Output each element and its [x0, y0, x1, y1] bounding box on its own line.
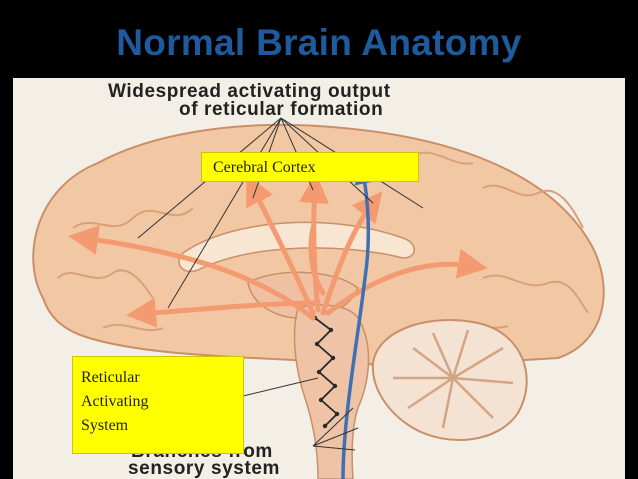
cerebellum — [371, 319, 528, 441]
ras-line-2: Activating — [81, 393, 149, 410]
ras-line-3: System — [81, 417, 129, 434]
caption-branches-line2: sensory system — [128, 458, 281, 479]
caption-output-line2: of reticular formation — [179, 99, 384, 120]
leader-lines-bottom — [242, 377, 359, 451]
label-reticular-activating-system: Reticular Activating System — [72, 356, 244, 454]
label-cerebral-cortex: Cerebral Cortex — [201, 152, 419, 182]
brainstem — [293, 304, 370, 479]
brain-diagram: Widespread activating output of reticula… — [13, 78, 625, 479]
sensory-pathway-arrow — [341, 162, 376, 479]
output-arrows — [68, 173, 488, 328]
caption-output-line1: Widespread activating output — [108, 81, 391, 102]
slide-title: Normal Brain Anatomy — [116, 22, 522, 63]
brain-illustration — [32, 117, 605, 479]
ras-line-1: Reticular — [81, 369, 140, 386]
